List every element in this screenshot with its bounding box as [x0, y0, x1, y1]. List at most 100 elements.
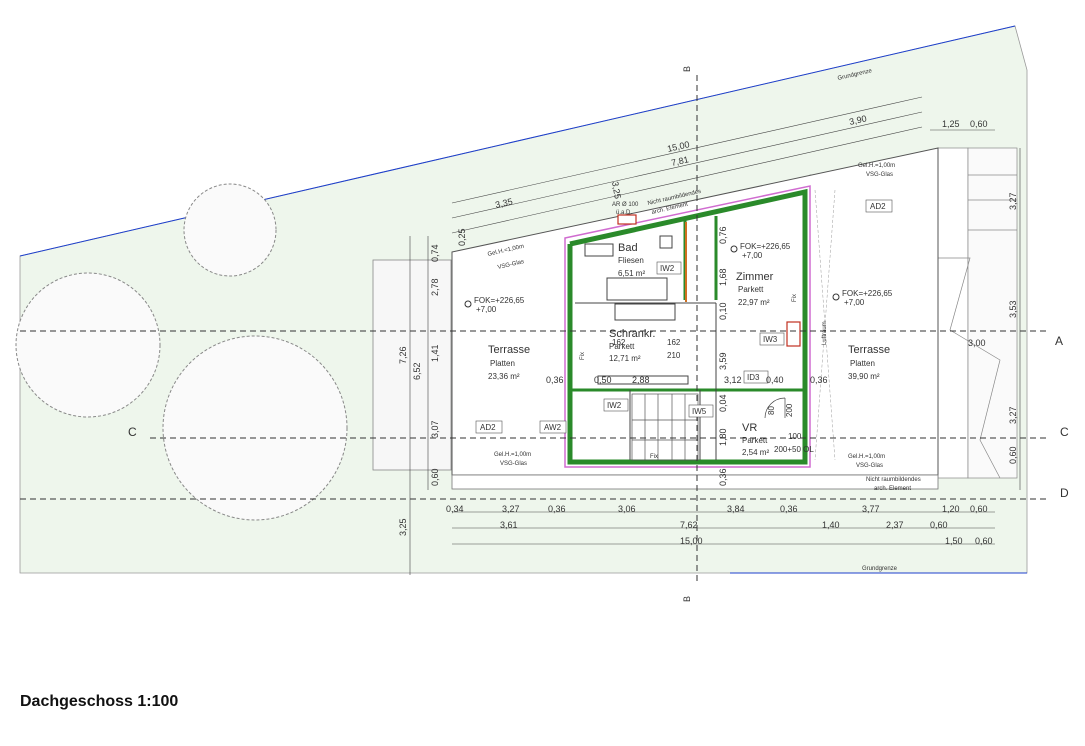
dim-i-288: 2,88 [632, 375, 650, 385]
building-core [564, 185, 811, 468]
section-d: D [1060, 486, 1069, 500]
room-vr-area: 2,54 m² [742, 448, 769, 457]
dim-b1-4: 3,84 [727, 504, 745, 514]
dim-b1-2: 0,36 [548, 504, 566, 514]
dim-b1-6: 3,77 [862, 504, 880, 514]
dim-i-076: 0,76 [718, 226, 728, 244]
note-162b: 162 [667, 338, 681, 347]
note-fix-left: Fix [580, 352, 586, 360]
note-vsg-right: VSG-Glas [866, 172, 893, 178]
dim-i-168: 1,68 [718, 268, 728, 286]
note-gel-right: Gel.H.=1,00m [858, 163, 895, 169]
note-ar: AR Ø 100 [612, 202, 639, 208]
svg-text:AD2: AD2 [870, 202, 886, 211]
dim-l-652: 6,52 [412, 362, 422, 380]
section-a: A [1055, 334, 1063, 348]
dim-i-036b: 0,36 [810, 375, 828, 385]
note-luftraum: Luftraum [822, 321, 828, 345]
note-vsg-botl: VSG-Glas [500, 461, 527, 467]
tag-ad2-top: AD2 [865, 199, 893, 213]
dim-b2-4: 0,60 [930, 520, 948, 530]
svg-text:ID3: ID3 [747, 373, 760, 382]
note-fix-bottom: Fix [650, 454, 658, 460]
dim-b1-5: 0,36 [780, 504, 798, 514]
note-gel-botr: Gel.H.=1,00m [848, 454, 885, 460]
room-terrasse-left-name: Terrasse [488, 344, 530, 356]
section-lines [20, 75, 1050, 585]
room-vr-floor: Parkett [742, 436, 768, 445]
section-c-left: C [128, 425, 137, 439]
terrace-left-floor [372, 259, 452, 471]
dim-l-074: 0,74 [430, 244, 440, 262]
note-door100: 100 [788, 432, 802, 441]
room-zimmer-name: Zimmer [736, 271, 774, 283]
note-nicht-bot2: arch. Element [874, 486, 911, 492]
note-vsg-top: VSG-Glas [497, 259, 525, 271]
dim-lines-left [409, 236, 429, 575]
dim-l-060: 0,60 [430, 468, 440, 486]
dim-b1-3: 3,06 [618, 504, 636, 514]
dim-r-327b: 3,27 [1008, 406, 1018, 424]
room-bad-name: Bad [618, 242, 638, 254]
tag-iw3: IW3 [759, 332, 785, 346]
note-gel-botl: Gel.H.=1,00m [494, 452, 531, 458]
room-vr-name: VR [742, 422, 757, 434]
staircase [631, 393, 699, 461]
svg-text:+7,00: +7,00 [844, 298, 865, 307]
room-terrasse-left-area: 23,36 m² [488, 372, 520, 381]
note-210: 210 [667, 351, 681, 360]
room-zimmer-floor: Parkett [738, 285, 764, 294]
dim-r-300: 3,00 [968, 338, 986, 348]
dim-b1-7: 1,20 [942, 504, 960, 514]
dim-15-00-top: 15,00 [666, 139, 690, 154]
level-marker-mid: FOK=+226,65 +7,00 [730, 242, 791, 260]
dim-b1-0: 0,34 [446, 504, 464, 514]
svg-text:IW2: IW2 [660, 264, 675, 273]
svg-text:AW2: AW2 [544, 423, 562, 432]
dim-i-312: 3,12 [724, 375, 742, 385]
note-door80: 80 [767, 406, 776, 415]
dim-i-004: 0,04 [718, 394, 728, 412]
dim-3-35: 3,35 [494, 196, 513, 210]
dim-0-60-top: 0,60 [970, 119, 988, 129]
room-terrasse-right-area: 39,90 m² [848, 372, 880, 381]
page-title: Dachgeschoss 1:100 [20, 693, 179, 710]
note-uad: ü.a.D. [616, 210, 632, 216]
room-terrasse-right-name: Terrasse [848, 344, 890, 356]
svg-text:+7,00: +7,00 [476, 305, 497, 314]
tag-iw2-stair: IW2 [603, 398, 629, 412]
svg-text:FOK=+226,65: FOK=+226,65 [740, 242, 791, 251]
dim-b3-1: 1,50 [945, 536, 963, 546]
note-door200: 200+50 OL [774, 445, 814, 454]
note-nicht-bot1: Nicht raumbildendes [866, 477, 921, 483]
dim-l-278: 2,78 [430, 278, 440, 296]
svg-text:FOK=+226,65: FOK=+226,65 [842, 289, 893, 298]
level-marker-right: FOK=+226,65 +7,00 [832, 289, 893, 307]
tag-iw2-bad: IW2 [656, 261, 682, 275]
svg-text:IW2: IW2 [607, 401, 622, 410]
dim-l-307: 3,07 [430, 420, 440, 438]
tag-iw5: IW5 [688, 404, 714, 418]
dim-i-180: 1,80 [718, 428, 728, 446]
dim-r-327: 3,27 [1008, 192, 1018, 210]
tree-icon [15, 183, 348, 521]
dim-lines-bottom [452, 511, 995, 545]
room-schrank-area: 12,71 m² [609, 354, 641, 363]
dim-3-25-diag: 3,25 [610, 181, 623, 200]
svg-text:FOK=+226,65: FOK=+226,65 [474, 296, 525, 305]
room-schrank-floor: Parkett [609, 342, 635, 351]
dim-b2-0: 3,61 [500, 520, 518, 530]
dim-r-353: 3,53 [1008, 300, 1018, 318]
note-vsg-botr: VSG-Glas [856, 463, 883, 469]
dim-i-010: 0,10 [718, 302, 728, 320]
dim-3-90: 3,90 [848, 113, 867, 127]
dim-b2-3: 2,37 [886, 520, 904, 530]
dim-i-036: 0,36 [546, 375, 564, 385]
dim-l-726: 7,26 [398, 346, 408, 364]
dim-r-060: 0,60 [1008, 446, 1018, 464]
dim-l-141: 1,41 [430, 344, 440, 362]
section-b-top: B [682, 66, 692, 72]
tag-aw2: AW2 [539, 420, 567, 434]
note-200: 200 [785, 403, 794, 417]
